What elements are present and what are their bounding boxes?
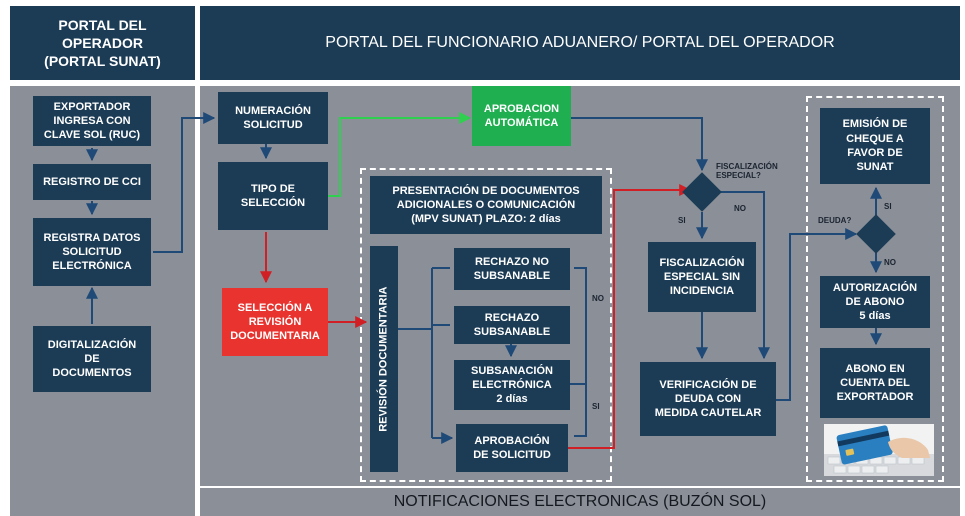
box-fiscalizacion-sin-incidencia: FISCALIZACIÓN ESPECIAL SIN INCIDENCIA <box>648 242 756 312</box>
pago-group <box>806 96 944 482</box>
arrow-registra-numeracion <box>153 112 216 253</box>
label-deuda-si: SI <box>884 202 892 211</box>
label-deuda-no: NO <box>884 258 896 267</box>
label-fiscalizacion-especial: FISCALIZACIÓN ESPECIAL? <box>716 162 778 181</box>
header-portal-funcionario: PORTAL DEL FUNCIONARIO ADUANERO/ PORTAL … <box>200 6 960 80</box>
box-rechazo-subsanable: RECHAZO SUBSANABLE <box>454 306 570 344</box>
label-loop-si: SI <box>592 402 600 411</box>
credit-card-illustration <box>824 424 934 476</box>
box-digitalizacion: DIGITALIZACIÓN DE DOCUMENTOS <box>33 326 151 392</box>
arrow-tipo-aprobacion-auto <box>328 112 472 197</box>
box-aprobacion-automatica: APROBACION AUTOMÁTICA <box>472 86 571 146</box>
arrow-revision-branches <box>398 267 452 438</box>
label-deuda: DEUDA? <box>818 216 852 225</box>
bottom-panel <box>200 488 960 516</box>
box-aprobacion-solicitud: APROBACIÓN DE SOLICITUD <box>456 424 568 472</box>
revision-documentaria-label: REVISIÓN DOCUMENTARIA <box>377 286 390 432</box>
loop-no <box>574 267 587 437</box>
label-fisc-si: SI <box>678 216 686 225</box>
label-fisc-no: NO <box>734 204 746 213</box>
label-loop-no: NO <box>592 294 604 303</box>
arrow-fisc-no <box>718 191 770 360</box>
box-autorizacion-abono: AUTORIZACIÓN DE ABONO 5 días <box>820 276 930 328</box>
box-abono-cuenta: ABONO EN CUENTA DEL EXPORTADOR <box>820 348 930 418</box>
box-seleccion-revision: SELECCIÓN A REVISIÓN DOCUMENTARIA <box>222 288 328 356</box>
box-registro-cci: REGISTRO DE CCI <box>33 164 151 200</box>
header-portal-operador: PORTAL DEL OPERADOR (PORTAL SUNAT) <box>10 6 195 80</box>
box-subsanacion: SUBSANACIÓN ELECTRÓNICA 2 días <box>454 360 570 410</box>
arrow-auto-fiscalizacion <box>571 117 708 172</box>
box-emision-cheque: EMISIÓN DE CHEQUE A FAVOR DE SUNAT <box>820 108 930 184</box>
footer-notificaciones: NOTIFICACIONES ELECTRONICAS (BUZÓN SOL) <box>393 493 767 510</box>
box-revision-documentaria: REVISIÓN DOCUMENTARIA <box>370 246 398 472</box>
box-tipo-seleccion: TIPO DE SELECCIÓN <box>218 162 328 230</box>
arrow-verificacion-deuda <box>776 228 858 401</box>
box-registra-datos: REGISTRA DATOS SOLICITUD ELECTRÓNICA <box>33 218 151 286</box>
left-panel <box>10 86 195 516</box>
box-exportador: EXPORTADOR INGRESA CON CLAVE SOL (RUC) <box>33 96 151 146</box>
box-presentacion-documentos: PRESENTACIÓN DE DOCUMENTOS ADICIONALES O… <box>370 176 602 234</box>
box-verificacion-deuda: VERIFICACIÓN DE DEUDA CON MEDIDA CAUTELA… <box>640 362 776 436</box>
arrow-aprobacion-verificacion <box>568 184 692 449</box>
box-numeracion: NUMERACIÓN SOLICITUD <box>218 92 328 144</box>
box-rechazo-no-subsanable: RECHAZO NO SUBSANABLE <box>454 248 570 290</box>
